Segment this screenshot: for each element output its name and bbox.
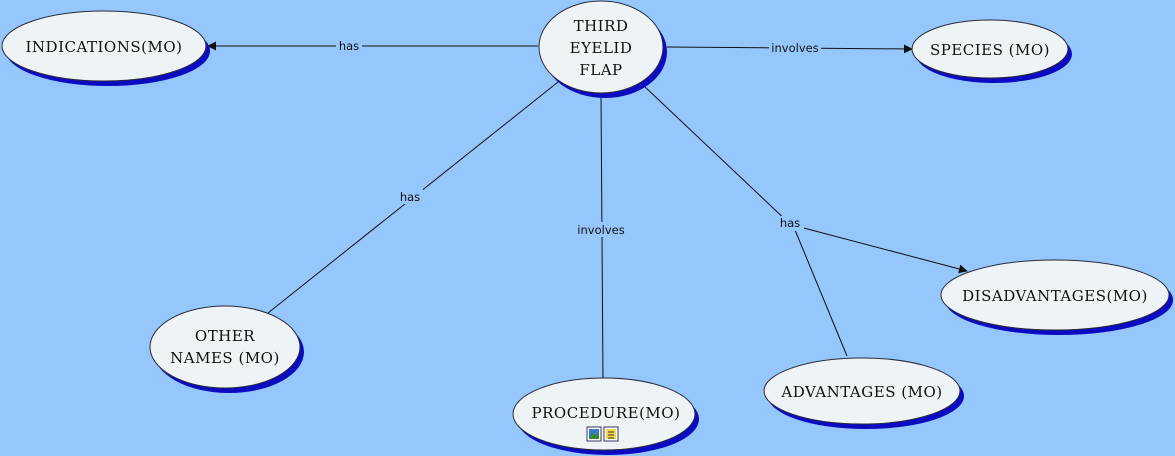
node-indications[interactable]: INDICATIONS(MO) — [1, 10, 210, 86]
link-label-advantages-disadvantages: has — [780, 216, 800, 230]
link-label-other-names: has — [400, 190, 420, 204]
node-center-line-1: THIRD — [574, 17, 629, 35]
node-indications-label: INDICATIONS(MO) — [26, 38, 183, 56]
link-label-indications: has — [339, 39, 359, 53]
link-label-species: involves — [771, 41, 818, 55]
node-other-names-line-1: OTHER — [195, 327, 255, 345]
edge-has-disadvantages — [799, 226, 968, 274]
node-center-line-3: FLAP — [579, 61, 622, 79]
node-other-names[interactable]: OTHER NAMES (MO) — [149, 305, 304, 393]
node-advantages[interactable]: ADVANTAGES (MO) — [763, 357, 964, 429]
node-species-label: SPECIES (MO) — [930, 41, 1050, 59]
node-disadvantages[interactable]: DISADVANTAGES(MO) — [940, 259, 1173, 335]
node-procedure[interactable]: PROCEDURE(MO) — [512, 377, 699, 455]
link-labels: has involves has involves has — [336, 38, 821, 237]
node-disadvantages-label: DISADVANTAGES(MO) — [962, 287, 1148, 305]
node-center-line-2: EYELID — [570, 39, 633, 57]
link-label-procedure: involves — [577, 223, 624, 237]
node-other-names-line-2: NAMES (MO) — [170, 349, 280, 367]
document-icon[interactable] — [603, 426, 619, 442]
node-species[interactable]: SPECIES (MO) — [911, 19, 1072, 83]
node-advantages-label: ADVANTAGES (MO) — [780, 383, 942, 401]
image-icon[interactable] — [586, 426, 602, 442]
edge-has-advantages — [794, 229, 848, 357]
node-center[interactable]: THIRD EYELID FLAP — [538, 0, 667, 98]
edge-center-has-node — [643, 85, 791, 225]
node-procedure-label: PROCEDURE(MO) — [532, 404, 681, 422]
